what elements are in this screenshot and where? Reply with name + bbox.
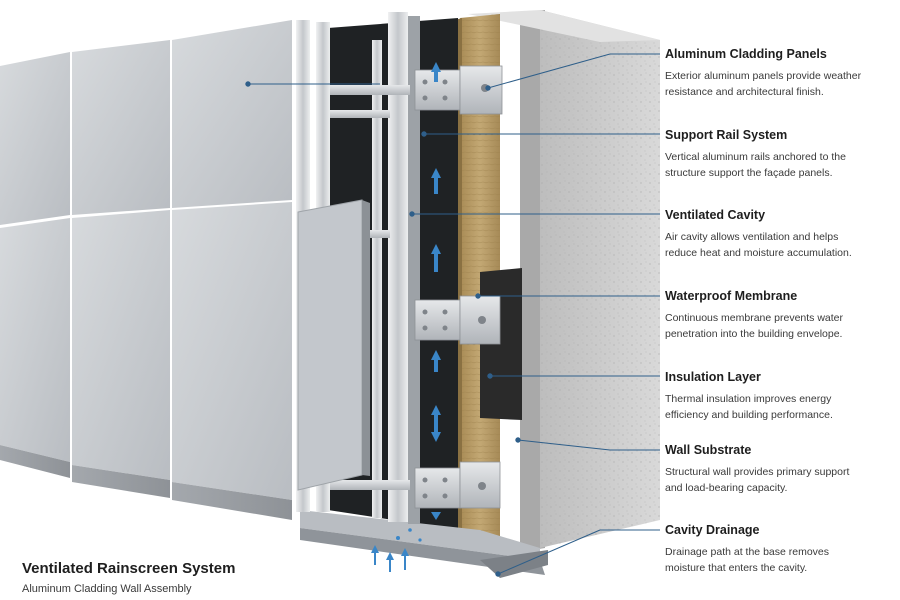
label-aluminum-cladding-panels: Aluminum Cladding Panels Exterior alumin… <box>665 46 895 100</box>
wall-brackets <box>414 65 503 509</box>
label-description-line: efficiency and building performance. <box>665 409 833 421</box>
label-title: Waterproof Membrane <box>665 289 798 303</box>
label-title: Cavity Drainage <box>665 523 760 537</box>
label-title: Ventilated Cavity <box>665 208 766 222</box>
label-description-line: Air cavity allows ventilation and helps <box>665 231 839 243</box>
label-title: Wall Substrate <box>665 443 752 457</box>
label-description-line: penetration into the building envelope. <box>665 328 843 340</box>
label-wall-substrate: Wall Substrate Structural wall provides … <box>665 442 895 496</box>
cavity-drainage <box>300 510 548 578</box>
label-cavity-drainage: Cavity Drainage Drainage path at the bas… <box>665 522 895 576</box>
wall-substrate <box>468 10 660 552</box>
caption-subtitle: Aluminum Cladding Wall Assembly <box>22 583 192 595</box>
label-waterproof-membrane: Waterproof Membrane Continuous membrane … <box>665 288 895 342</box>
label-description: Exterior aluminum panels provide weather… <box>665 68 895 100</box>
leader-lines <box>245 53 660 577</box>
label-description-line: resistance and architectural finish. <box>665 86 824 98</box>
callout-labels: Aluminum Cladding Panels Exterior alumin… <box>665 0 895 600</box>
label-description-line: Vertical aluminum rails anchored to the <box>665 151 846 163</box>
label-description: Air cavity allows ventilation and helps … <box>665 229 895 261</box>
label-description-line: and load-bearing capacity. <box>665 482 788 494</box>
label-description-line: Thermal insulation improves energy <box>665 393 832 405</box>
label-description: Vertical aluminum rails anchored to the … <box>665 149 895 181</box>
label-insulation-layer: Insulation Layer Thermal insulation impr… <box>665 369 895 423</box>
label-description-line: reduce heat and moisture accumulation. <box>665 247 852 259</box>
label-title: Insulation Layer <box>665 370 761 384</box>
label-description-line: Continuous membrane prevents water <box>665 312 844 324</box>
label-description: Structural wall provides primary support… <box>665 464 895 496</box>
airflow-arrows <box>431 62 441 520</box>
label-support-rail-system: Support Rail System Vertical aluminum ra… <box>665 127 895 181</box>
aluminum-cladding-panels <box>0 20 370 520</box>
label-description-line: moisture that enters the cavity. <box>665 562 808 574</box>
label-title: Support Rail System <box>665 128 788 142</box>
label-ventilated-cavity: Ventilated Cavity Air cavity allows vent… <box>665 207 895 261</box>
label-title: Aluminum Cladding Panels <box>665 47 827 61</box>
label-description: Drainage path at the base removes moistu… <box>665 544 895 576</box>
label-description: Continuous membrane prevents water penet… <box>665 310 895 342</box>
label-description-line: Exterior aluminum panels provide weather <box>665 70 862 82</box>
drainage-arrows <box>371 528 422 572</box>
label-description: Thermal insulation improves energy effic… <box>665 391 895 423</box>
caption-title: Ventilated Rainscreen System <box>22 560 236 577</box>
diagram-caption: Ventilated Rainscreen System Aluminum Cl… <box>22 559 235 597</box>
label-description-line: Structural wall provides primary support <box>665 466 850 478</box>
label-description-line: Drainage path at the base removes <box>665 546 830 558</box>
label-description-line: structure support the façade panels. <box>665 167 833 179</box>
